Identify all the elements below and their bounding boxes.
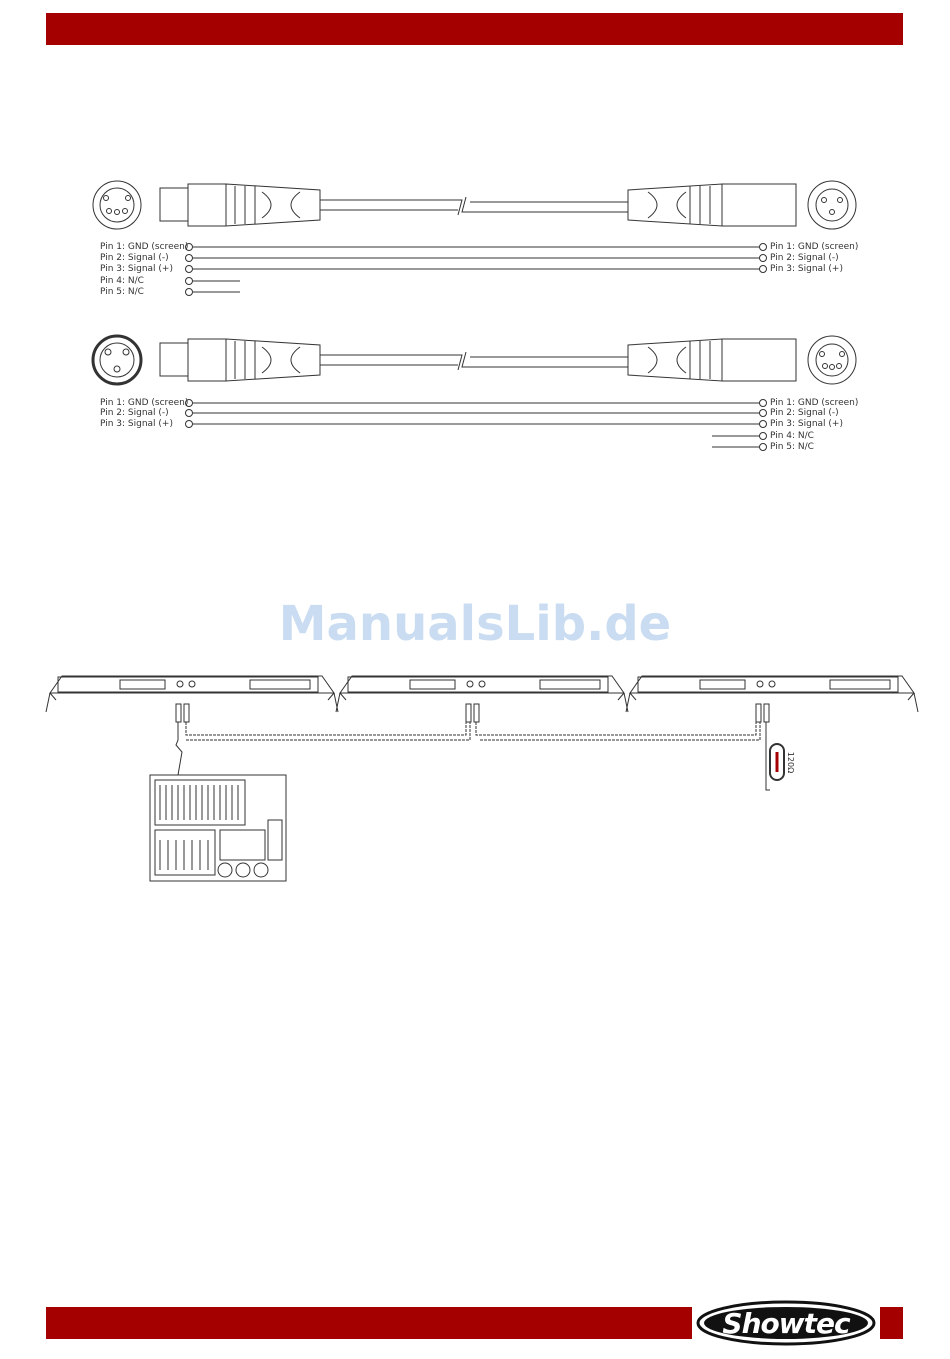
fixture-bars [46,676,918,712]
cable-2-right-pin-4: Pin 4: N/C [770,431,814,441]
cable-1-left-pin-5: Pin 5: N/C [100,287,144,297]
watermark: ManualsLib.de [0,596,950,652]
cable-1-left-pin-2: Pin 2: Signal (-) [100,253,169,263]
cable-1-artwork [93,181,856,229]
footer-bar-end [880,1307,903,1339]
cable-2-right-pin-2: Pin 2: Signal (-) [770,408,839,418]
cable-2-left-pin-1: Pin 1: GND (screen) [100,398,188,408]
cable-2-left-pin-2: Pin 2: Signal (-) [100,408,169,418]
cable-2-pin-lines [186,400,767,451]
showtec-logo: Showtec [694,1299,878,1347]
cable-1-right-pin-2: Pin 2: Signal (-) [770,253,839,263]
cable-2-right-pin-1: Pin 1: GND (screen) [770,398,858,408]
cable-1-left-pin-3: Pin 3: Signal (+) [100,264,173,274]
terminator-label: 120Ω [786,752,795,773]
cable-1-right-pin-3: Pin 3: Signal (+) [770,264,843,274]
dmx-cabling [176,704,784,790]
brand-name: Showtec [694,1299,878,1347]
cable-1-right-pin-1: Pin 1: GND (screen) [770,242,858,252]
dmx-controller [150,775,286,881]
cable-2-right-pin-3: Pin 3: Signal (+) [770,419,843,429]
footer-bar [46,1307,692,1339]
cable-2-right-pin-5: Pin 5: N/C [770,442,814,452]
cable-2-artwork [93,336,856,384]
cable-1-left-pin-1: Pin 1: GND (screen) [100,242,188,252]
cable-1-left-pin-4: Pin 4: N/C [100,276,144,286]
cable-1-pin-lines [186,244,767,296]
cable-2-left-pin-3: Pin 3: Signal (+) [100,419,173,429]
